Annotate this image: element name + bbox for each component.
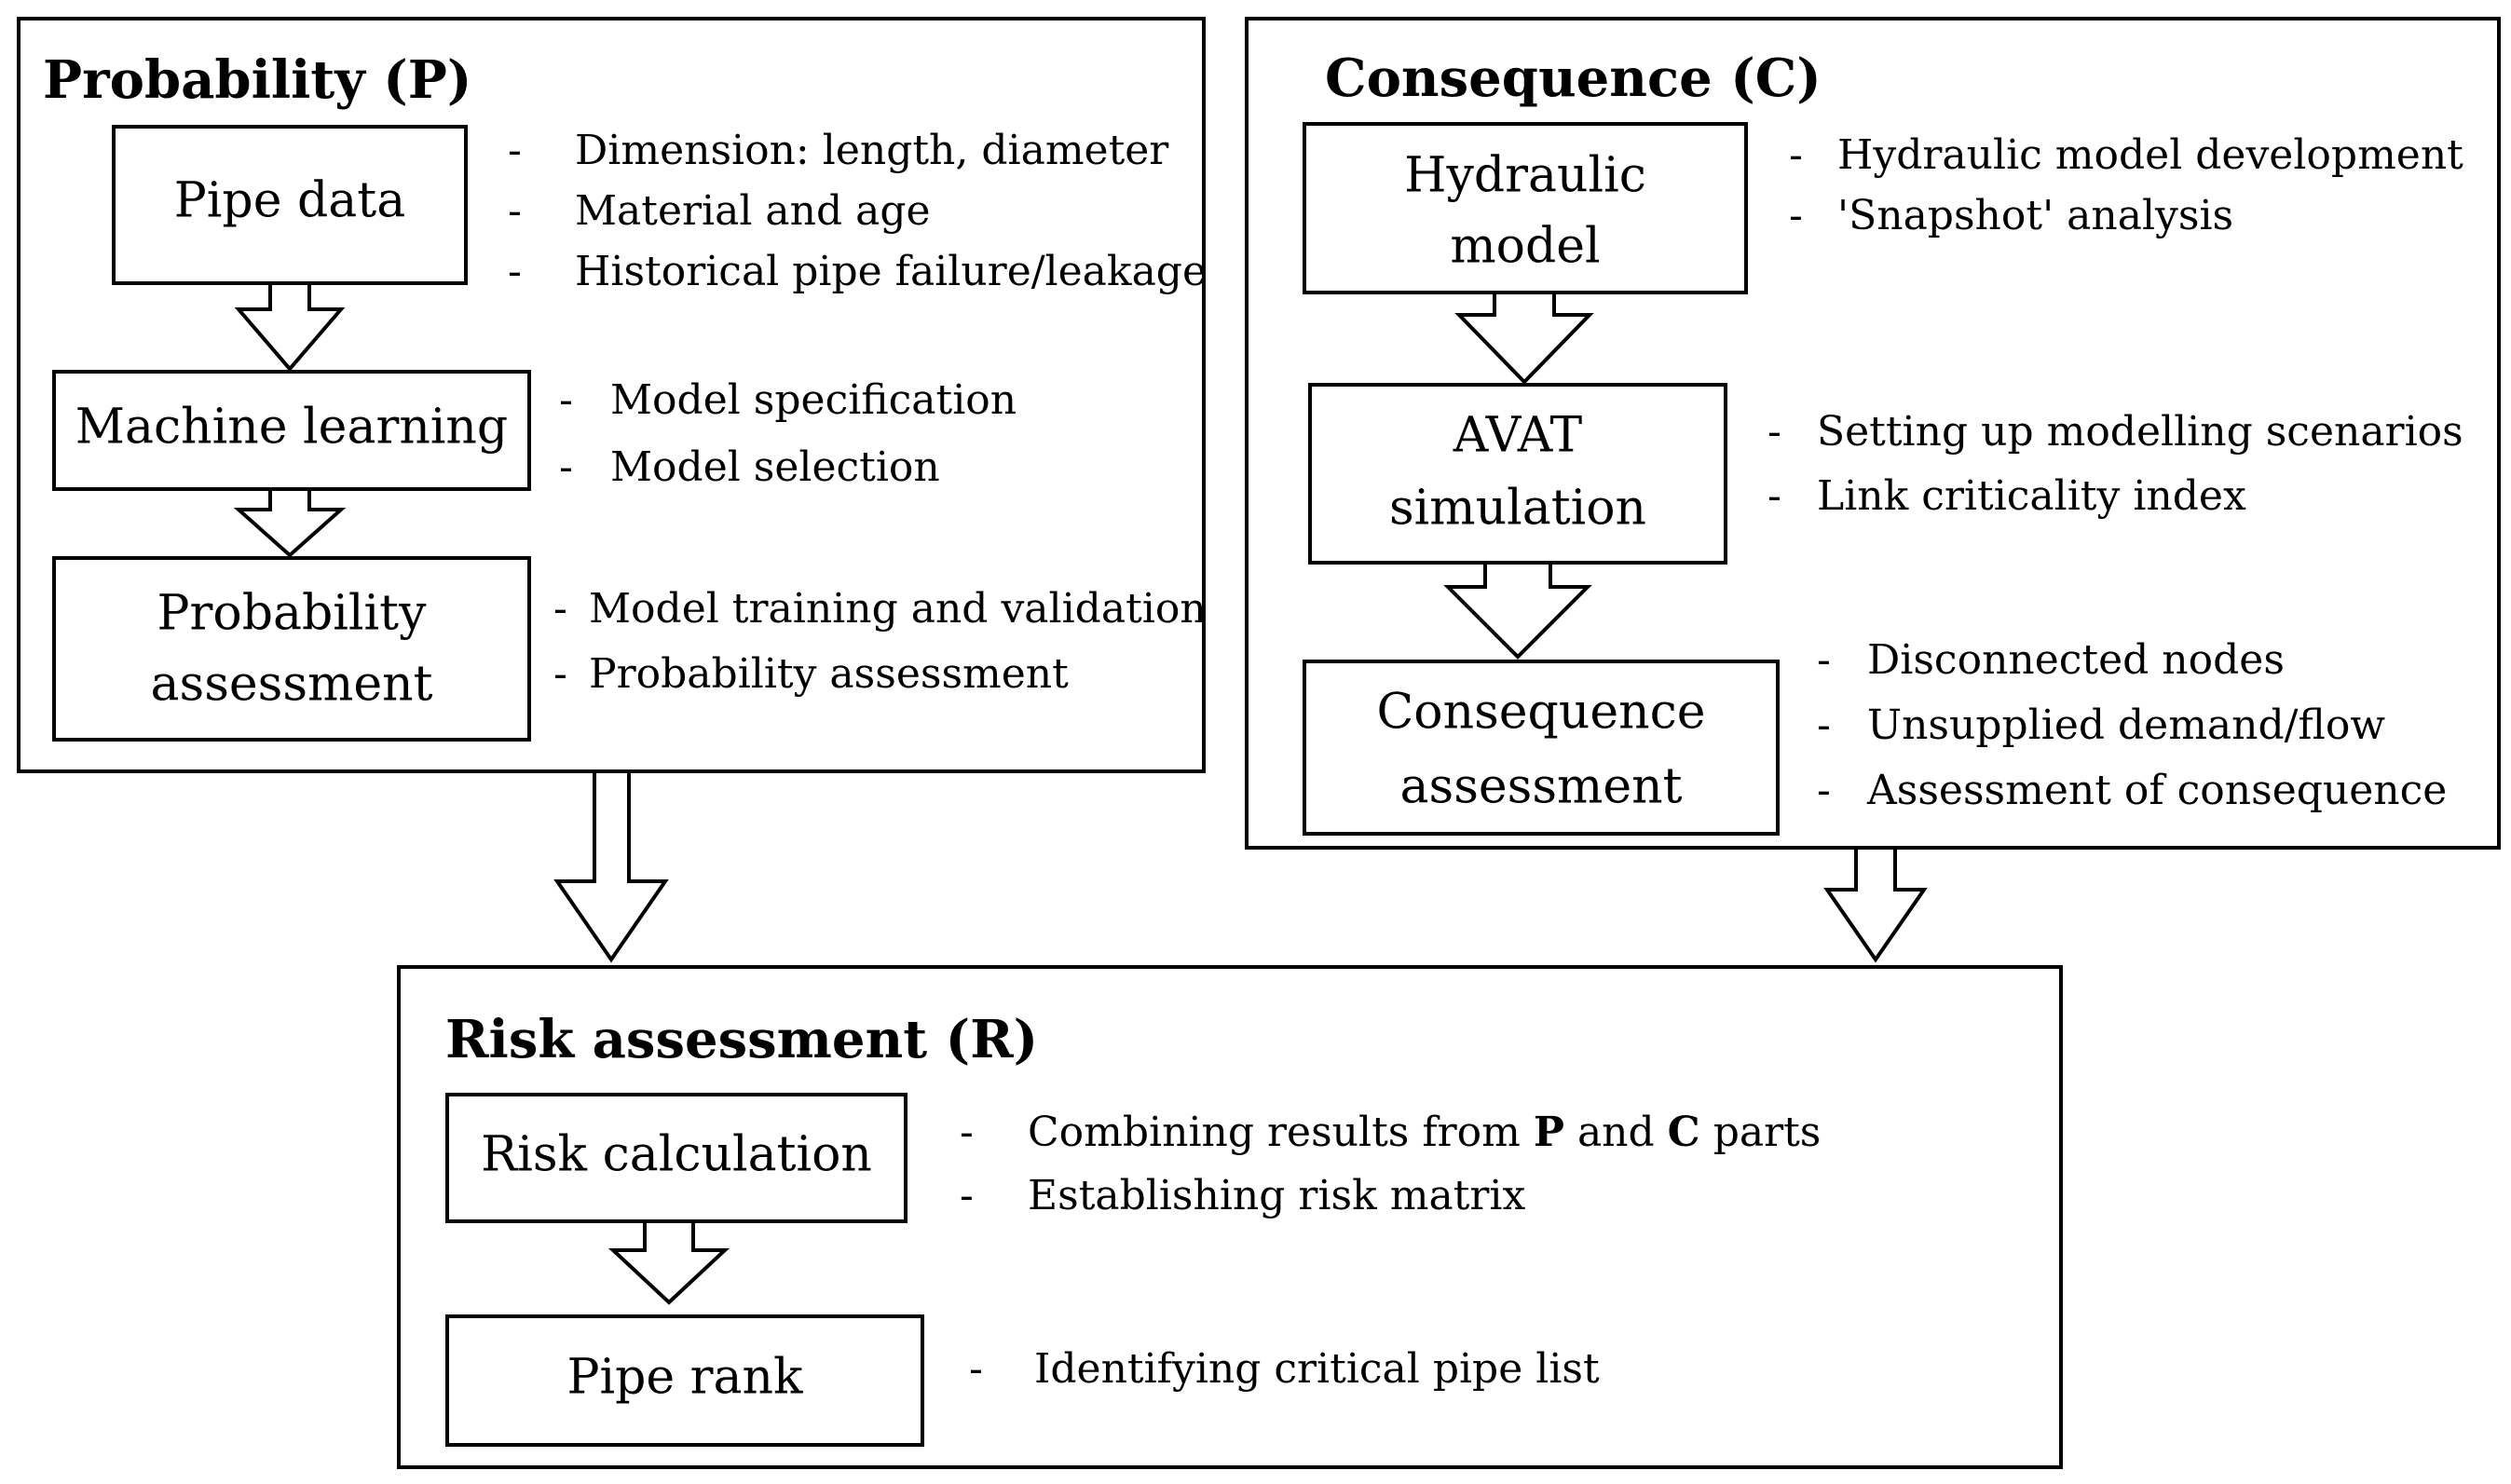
bullet-marker: -	[1767, 472, 1781, 520]
bullet-marker: -	[559, 443, 573, 491]
probability-panel: Probability (P) Pipe data - Dimension: l…	[17, 17, 1207, 773]
pipe-rank-box	[445, 1314, 924, 1447]
probability-assessment-label-line-1: Probability	[157, 586, 428, 642]
consequence-to-risk-arrow-icon	[1823, 846, 1928, 963]
machine-learning-label: Machine learning	[75, 400, 508, 456]
pipe-data-label: Pipe data	[174, 173, 405, 229]
bullet-marker: -	[1817, 701, 1831, 749]
probability-panel-title: Probability (P)	[43, 49, 471, 111]
hydraulic-model-bullet-1: Hydraulic model development	[1837, 131, 2463, 179]
down-arrow-icon	[1454, 291, 1594, 385]
down-arrow-icon	[607, 1219, 730, 1305]
pipe-rank-label: Pipe rank	[566, 1350, 803, 1406]
consequence-assessment-bullet-1: Disconnected nodes	[1867, 636, 2285, 684]
consequence-assessment-label-line-2: assessment	[1400, 759, 1683, 815]
hydraulic-model-bullet-2: 'Snapshot' analysis	[1837, 192, 2233, 239]
consequence-assessment-label-line-1: Consequence	[1377, 685, 1706, 741]
bullet-marker: -	[960, 1172, 974, 1219]
down-arrow-icon	[234, 281, 346, 373]
machine-learning-bullet-2: Model selection	[610, 443, 940, 491]
machine-learning-bullet-1: Model specification	[610, 376, 1017, 424]
consequence-assessment-bullet-3: Assessment of consequence	[1866, 767, 2447, 814]
bullet-marker: -	[1817, 636, 1831, 684]
risk-calculation-label: Risk calculation	[481, 1127, 872, 1183]
probability-assessment-bullet-1: Model training and validation	[589, 585, 1207, 633]
bullet-marker: -	[553, 650, 567, 698]
consequence-panel: Consequence (C) Hydraulic model - Hydrau…	[1245, 17, 2501, 850]
pipe-rank-bullet-1: Identifying critical pipe list	[1034, 1345, 1600, 1393]
bullet-marker: -	[508, 248, 522, 295]
hydraulic-model-label-line-1: Hydraulic	[1404, 148, 1646, 204]
probability-to-risk-arrow-icon	[553, 769, 669, 963]
avat-simulation-bullet-2: Link criticality index	[1817, 472, 2246, 520]
bullet-marker: -	[969, 1345, 983, 1393]
bullet-marker: -	[1789, 192, 1803, 239]
bold-part-letter: P	[1534, 1109, 1564, 1156]
avat-simulation-label-line-2: simulation	[1389, 481, 1646, 537]
hydraulic-model-label-line-2: model	[1450, 219, 1600, 275]
probability-assessment-label-line-2: assessment	[151, 657, 433, 713]
avat-simulation-box	[1308, 383, 1727, 565]
consequence-assessment-bullet-2: Unsupplied demand/flow	[1867, 701, 2385, 749]
bullet-marker: -	[508, 127, 522, 174]
hydraulic-model-box	[1303, 122, 1748, 294]
risk-panel-frame	[397, 965, 2063, 1469]
bold-part-letter: C	[1668, 1109, 1700, 1156]
down-arrow-icon	[1443, 561, 1592, 660]
risk-calculation-bullet-2: Establishing risk matrix	[1028, 1172, 1525, 1219]
bullet-marker: -	[1789, 131, 1803, 179]
avat-simulation-label-line-1: AVAT	[1453, 408, 1583, 464]
consequence-panel-title: Consequence (C)	[1325, 48, 1822, 109]
machine-learning-box	[52, 370, 531, 491]
pipe-data-bullet-1: Dimension: length, diameter	[575, 127, 1169, 174]
risk-calculation-bullet-1: Combining results from P and C parts	[1028, 1109, 1821, 1156]
risk-panel-title: Risk assessment (R)	[445, 1009, 1038, 1070]
probability-assessment-box	[52, 556, 531, 742]
down-arrow-icon	[233, 487, 347, 558]
pipe-data-bullet-3: Historical pipe failure/leakage	[575, 248, 1207, 295]
pipe-data-bullet-2: Material and age	[575, 187, 931, 235]
bullet-marker: -	[960, 1109, 974, 1156]
risk-panel: Risk assessment (R) Risk calculation - C…	[397, 965, 2063, 1469]
consequence-assessment-box	[1303, 660, 1780, 836]
bullet-marker: -	[1817, 767, 1831, 814]
bullet-marker: -	[559, 376, 573, 424]
bullet-marker: -	[1767, 408, 1781, 456]
probability-assessment-bullet-2: Probability assessment	[589, 650, 1069, 698]
avat-simulation-bullet-1: Setting up modelling scenarios	[1817, 408, 2463, 456]
bullet-marker: -	[553, 585, 567, 633]
bullet-marker: -	[508, 187, 522, 235]
risk-calculation-box	[445, 1093, 908, 1223]
